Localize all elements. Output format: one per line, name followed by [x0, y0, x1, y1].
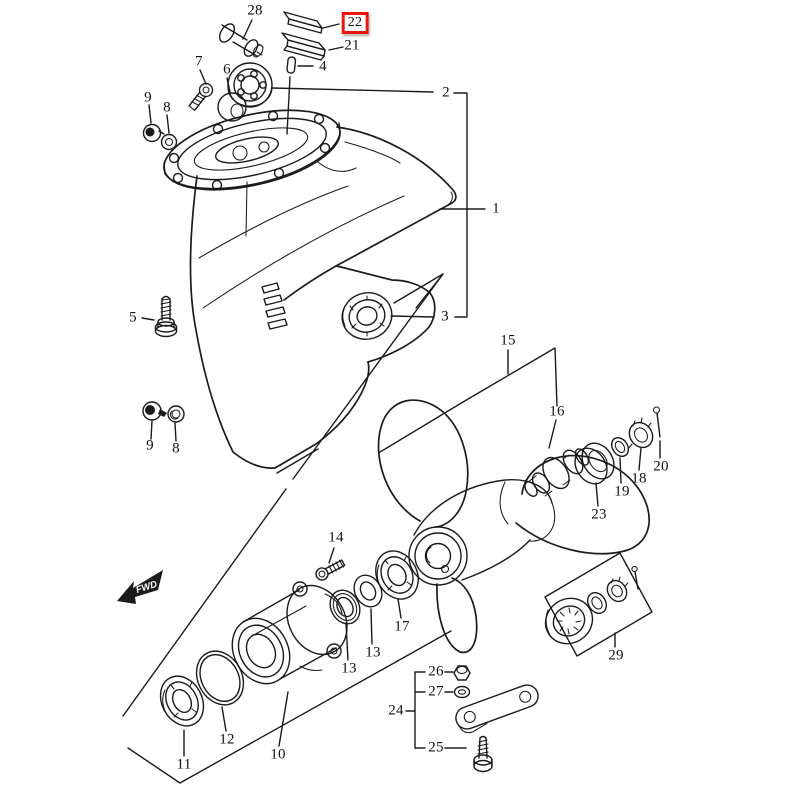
sleeve-illustration — [218, 23, 264, 58]
propeller-illustration — [377, 399, 651, 654]
kit-29-illustration — [544, 552, 653, 657]
bearing-carrier-10-illustration — [231, 581, 348, 685]
plug-9-upper-illustration — [142, 123, 165, 143]
cup-washer-23-illustration — [574, 442, 615, 485]
bushing-6-illustration — [217, 92, 247, 122]
washer-19-illustration — [610, 436, 630, 458]
propshaft-bore-bearing-illustration — [341, 292, 393, 340]
o-ring-12-illustration — [195, 650, 245, 706]
plug-9-lower-illustration — [142, 401, 167, 421]
bolt-7-illustration — [188, 82, 214, 111]
gear-case-illustration — [163, 109, 457, 474]
cotter-pin-20-illustration — [652, 406, 661, 438]
driveshaft-bearing-illustration — [227, 62, 273, 108]
bolt-25-illustration — [473, 735, 493, 773]
seal-strip-22-illustration — [283, 11, 323, 34]
anode-24-illustration — [455, 684, 539, 734]
bolt-14-illustration — [315, 559, 346, 581]
bearing-11-illustration — [159, 675, 205, 727]
washer-8-lower-illustration — [167, 405, 185, 423]
washer-27-illustration — [453, 685, 471, 699]
fwd-arrow: FWD — [117, 570, 163, 604]
castle-nut-18-illustration — [628, 417, 654, 449]
nut-26-illustration — [453, 665, 471, 681]
washer-8-upper-illustration — [160, 133, 178, 151]
bolt-5-illustration — [154, 295, 178, 338]
ring-13b-illustration — [329, 589, 361, 625]
leader-lines — [122, 19, 661, 784]
dowel-pin-illustration — [286, 56, 297, 74]
ring-13a-illustration — [353, 574, 383, 608]
seal-strip-21-illustration — [281, 32, 326, 61]
bearing-17-illustration — [375, 550, 419, 600]
spacer-16-illustration — [524, 448, 590, 497]
